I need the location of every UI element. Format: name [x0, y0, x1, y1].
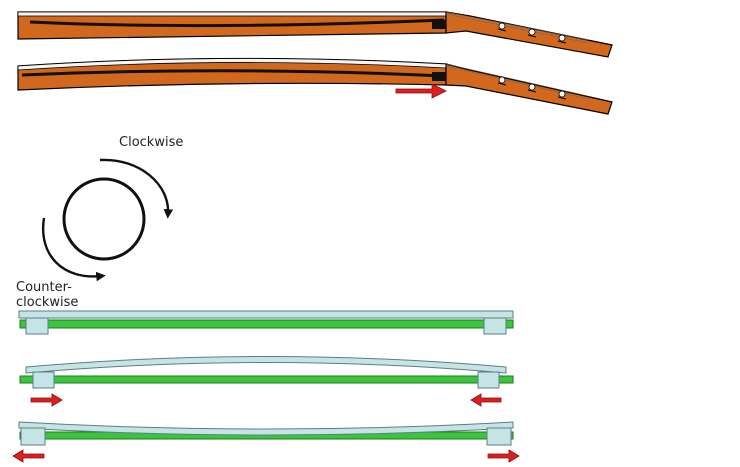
guitar-neck-bowed-icon	[17, 57, 613, 115]
guitar-neck-straight-icon	[17, 11, 613, 58]
outward-arrow-right-icon	[487, 449, 520, 463]
inward-arrow-right-icon	[470, 393, 502, 407]
counter-clockwise-arrow-icon	[41, 217, 106, 282]
rotation-circle-icon	[62, 177, 146, 261]
flat-bar-icon	[18, 310, 514, 335]
counter-clockwise-label-line2: clockwise	[16, 295, 78, 310]
bar-bowed-down-icon	[18, 421, 514, 446]
red-right-arrow-icon	[395, 83, 447, 99]
counter-clockwise-label-line1: Counter-	[16, 280, 72, 295]
clockwise-arrow-icon	[99, 158, 174, 219]
inward-arrow-left-icon	[30, 393, 63, 407]
bar-bowed-up-icon	[19, 356, 514, 389]
outward-arrow-left-icon	[12, 449, 45, 463]
clockwise-label: Clockwise	[119, 135, 183, 150]
